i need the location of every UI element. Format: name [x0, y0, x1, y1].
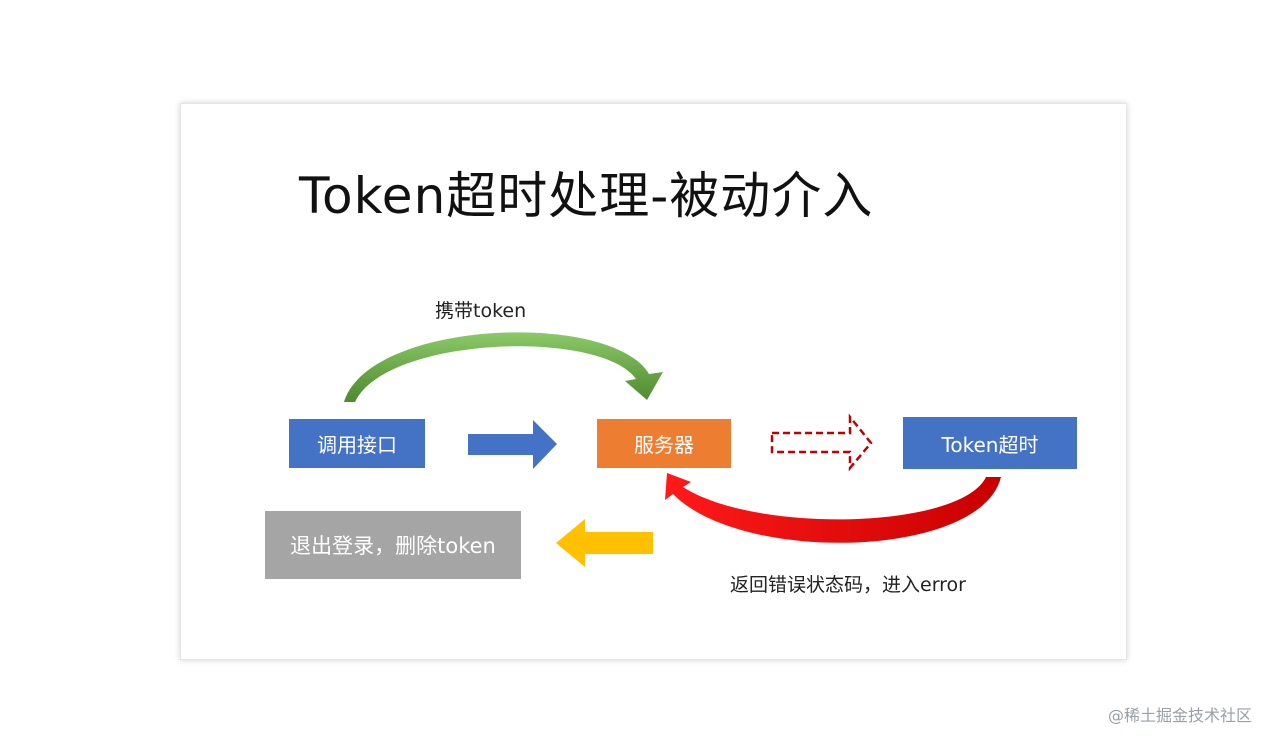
slide: Token超时处理-被动介入	[180, 103, 1127, 660]
carry-token-label: 携带token	[435, 300, 527, 322]
logout-arrow	[556, 519, 653, 567]
request-arrow	[468, 420, 557, 469]
return-error-arrow	[665, 473, 1001, 543]
server-node: 服务器	[597, 419, 731, 468]
diagram-arrows	[344, 332, 1001, 567]
watermark: @稀土掘金技术社区	[1107, 706, 1252, 725]
slide-title: Token超时处理-被动介入	[299, 167, 874, 225]
return-error-label: 返回错误状态码，进入error	[730, 574, 966, 596]
call-api-node: 调用接口	[289, 419, 425, 468]
carry-token-arrow	[344, 332, 663, 402]
timeout-dashed-arrow	[770, 413, 873, 472]
token-timeout-node: Token超时	[903, 417, 1077, 469]
logout-node: 退出登录，删除token	[265, 511, 521, 579]
